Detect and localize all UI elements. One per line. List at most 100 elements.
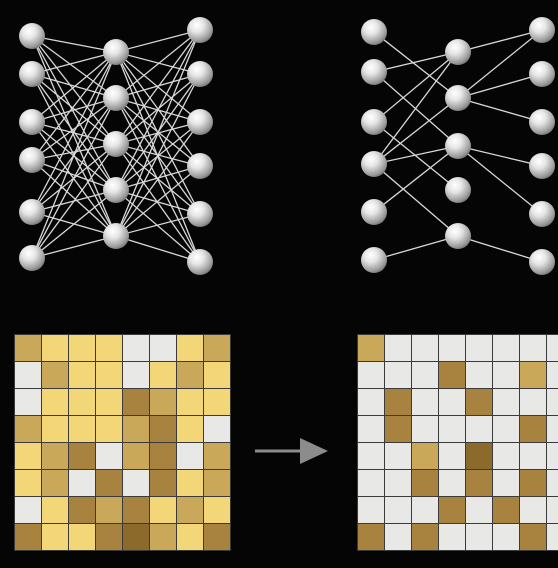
- matrix-cell: [493, 416, 519, 442]
- matrix-cell: [204, 524, 230, 550]
- matrix-cell: [358, 389, 384, 415]
- matrix-cell: [493, 389, 519, 415]
- matrix-cell: [412, 443, 438, 469]
- matrix-cell: [520, 470, 546, 496]
- matrix-cell: [177, 470, 203, 496]
- matrix-cell: [466, 443, 492, 469]
- matrix-cell: [69, 443, 95, 469]
- matrix-cell: [96, 416, 122, 442]
- matrix-cell: [96, 470, 122, 496]
- matrix-cell: [150, 443, 176, 469]
- matrix-cell: [150, 389, 176, 415]
- matrix-cell: [493, 335, 519, 361]
- pruned-weight-matrix: [357, 334, 558, 551]
- matrix-cell: [466, 416, 492, 442]
- matrix-cell: [358, 443, 384, 469]
- matrix-cell: [150, 362, 176, 388]
- matrix-cell: [412, 470, 438, 496]
- matrix-cell: [42, 416, 68, 442]
- matrix-cell: [96, 389, 122, 415]
- matrix-cell: [177, 443, 203, 469]
- matrix-cell: [466, 470, 492, 496]
- matrix-cell: [204, 416, 230, 442]
- matrix-cell: [42, 335, 68, 361]
- matrix-cell: [15, 470, 41, 496]
- matrix-cell: [42, 470, 68, 496]
- matrix-cell: [69, 524, 95, 550]
- matrix-cell: [204, 497, 230, 523]
- matrix-cell: [493, 362, 519, 388]
- matrix-cell: [177, 416, 203, 442]
- matrix-cell: [204, 362, 230, 388]
- matrix-cell: [439, 335, 465, 361]
- matrix-cell: [150, 524, 176, 550]
- matrix-cell: [439, 524, 465, 550]
- matrix-cell: [439, 416, 465, 442]
- matrix-cell: [547, 416, 558, 442]
- matrix-cell: [358, 335, 384, 361]
- matrix-cell: [385, 443, 411, 469]
- matrix-cell: [520, 362, 546, 388]
- matrix-cell: [547, 362, 558, 388]
- matrix-cell: [385, 470, 411, 496]
- matrix-cell: [520, 524, 546, 550]
- matrix-cell: [69, 389, 95, 415]
- matrix-cell: [547, 524, 558, 550]
- matrix-cell: [412, 497, 438, 523]
- matrix-cell: [439, 443, 465, 469]
- matrix-cell: [42, 524, 68, 550]
- matrix-cell: [358, 524, 384, 550]
- matrix-cell: [520, 335, 546, 361]
- matrix-cell: [466, 524, 492, 550]
- matrix-cell: [204, 470, 230, 496]
- matrix-cell: [204, 389, 230, 415]
- matrix-cell: [493, 470, 519, 496]
- matrix-cell: [123, 470, 149, 496]
- matrix-cell: [520, 416, 546, 442]
- matrix-cell: [15, 416, 41, 442]
- matrix-cell: [358, 497, 384, 523]
- matrix-cell: [547, 335, 558, 361]
- matrix-cell: [150, 497, 176, 523]
- matrix-cell: [493, 524, 519, 550]
- matrix-cell: [520, 497, 546, 523]
- matrix-cell: [150, 470, 176, 496]
- matrix-cell: [412, 335, 438, 361]
- matrix-cell: [15, 524, 41, 550]
- matrix-cell: [69, 497, 95, 523]
- matrix-cell: [150, 416, 176, 442]
- matrix-cell: [96, 497, 122, 523]
- matrix-cell: [466, 362, 492, 388]
- matrix-cell: [177, 524, 203, 550]
- matrix-cell: [69, 335, 95, 361]
- matrix-cell: [466, 335, 492, 361]
- matrix-cell: [96, 362, 122, 388]
- matrix-cell: [358, 362, 384, 388]
- matrix-cell: [123, 524, 149, 550]
- matrix-cell: [204, 443, 230, 469]
- matrix-cell: [385, 335, 411, 361]
- matrix-cell: [358, 416, 384, 442]
- matrix-cell: [385, 362, 411, 388]
- matrix-cell: [69, 362, 95, 388]
- matrix-cell: [520, 443, 546, 469]
- matrix-cell: [177, 335, 203, 361]
- matrix-cell: [177, 497, 203, 523]
- matrix-cell: [123, 335, 149, 361]
- matrix-cell: [547, 497, 558, 523]
- matrix-cell: [439, 389, 465, 415]
- matrix-cell: [123, 497, 149, 523]
- matrix-cell: [96, 443, 122, 469]
- matrix-cell: [15, 497, 41, 523]
- matrix-cell: [123, 389, 149, 415]
- dense-weight-matrix: [14, 334, 231, 551]
- matrix-cell: [123, 443, 149, 469]
- matrix-cell: [385, 524, 411, 550]
- matrix-cell: [466, 497, 492, 523]
- matrix-cell: [493, 443, 519, 469]
- matrix-cell: [69, 470, 95, 496]
- matrix-cell: [358, 470, 384, 496]
- matrix-cell: [412, 362, 438, 388]
- matrix-cell: [96, 335, 122, 361]
